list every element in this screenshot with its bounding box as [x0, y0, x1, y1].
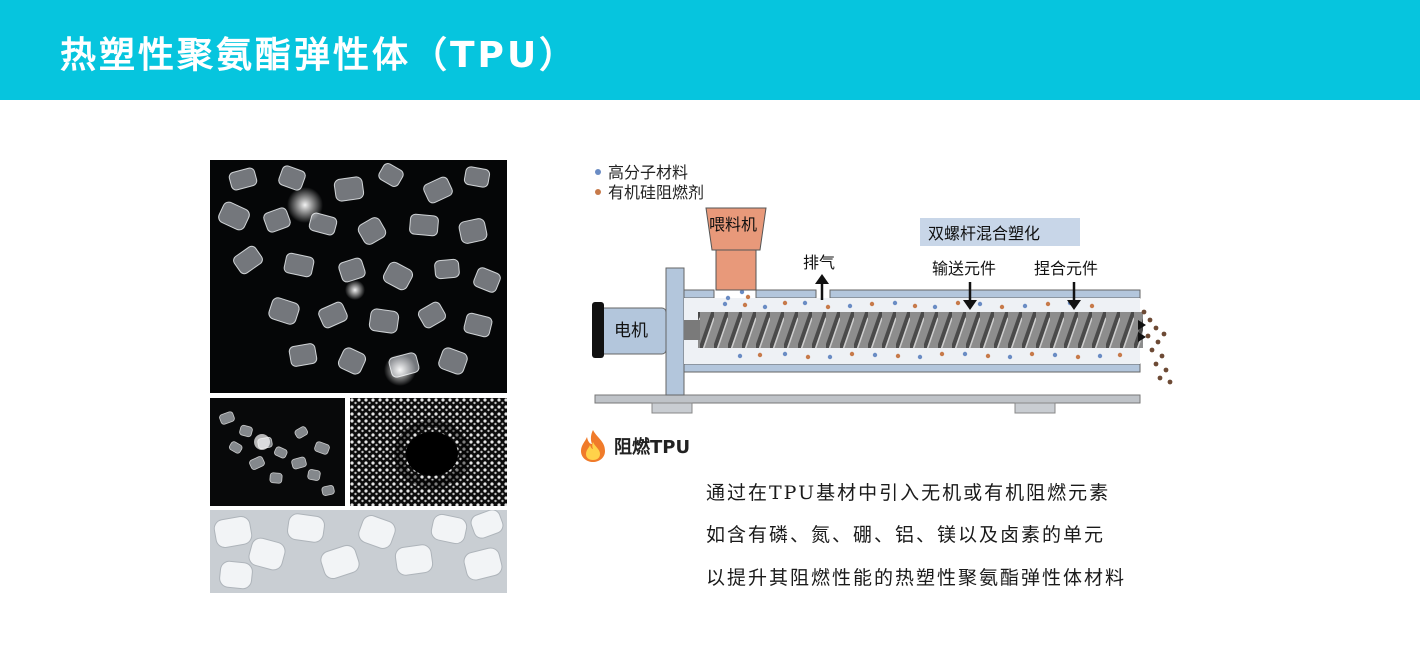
base-foot-left — [651, 402, 693, 414]
conveying-element-arrow: 输送元件 — [932, 259, 996, 310]
vent-label: 排气 — [803, 253, 835, 272]
gearbox-frame — [665, 267, 685, 396]
kneading-label: 捏合元件 — [1034, 259, 1098, 278]
description-line-1: 通过在TPU基材中引入无机或有机阻燃元素 — [706, 482, 1111, 504]
base-foot-right — [1014, 402, 1056, 414]
page-title: 热塑性聚氨酯弹性体（TPU） — [60, 35, 579, 76]
legend-flame-retardant-label: 有机硅阻燃剂 — [608, 183, 704, 202]
output-pellets — [1141, 309, 1173, 385]
legend-polymer-label: 高分子材料 — [608, 163, 688, 182]
header-bar: 热塑性聚氨酯弹性体（TPU） — [0, 0, 1420, 100]
flame-retardant-label: 阻燃TPU — [614, 437, 691, 458]
description-line-2: 如含有磷、氮、硼、铝、镁以及卤素的单元 — [706, 524, 1106, 546]
barrel-top — [829, 289, 1141, 299]
flame-icon — [581, 430, 605, 462]
tpu-pellets-photo-small — [210, 398, 345, 506]
barrel-bottom — [683, 363, 1141, 373]
motor-cap — [592, 302, 604, 358]
hopper-label: 喂料机 — [709, 215, 757, 234]
material-particles — [722, 279, 1123, 360]
tpu-pellets-photo-ring — [350, 398, 507, 506]
motor-label: 电机 — [614, 321, 648, 341]
feeder-hopper: 喂料机 — [705, 207, 767, 291]
twin-screw — [698, 312, 1143, 348]
legend-polymer: 高分子材料 — [595, 163, 688, 182]
extruder-diagram: 高分子材料 有机硅阻燃剂 电机 — [560, 150, 1180, 440]
section-label-box — [920, 218, 1080, 246]
section-label: 双螺杆混合塑化 — [928, 224, 1040, 243]
flame-retardant-heading: 阻燃TPU — [576, 428, 690, 464]
description-line-3: 以提升其阻燃性能的热塑性聚氨酯弹性体材料 — [706, 567, 1127, 589]
output-arrows — [1138, 320, 1146, 342]
tpu-pellets-photo-white — [210, 510, 507, 593]
kneading-element-arrow: 捏合元件 — [1034, 259, 1098, 310]
tpu-pellets-photo-large — [210, 160, 507, 393]
conveying-label: 输送元件 — [932, 259, 996, 278]
base-rail — [594, 394, 1141, 404]
vent-arrow: 排气 — [803, 253, 835, 300]
legend-flame-retardant: 有机硅阻燃剂 — [595, 183, 704, 202]
